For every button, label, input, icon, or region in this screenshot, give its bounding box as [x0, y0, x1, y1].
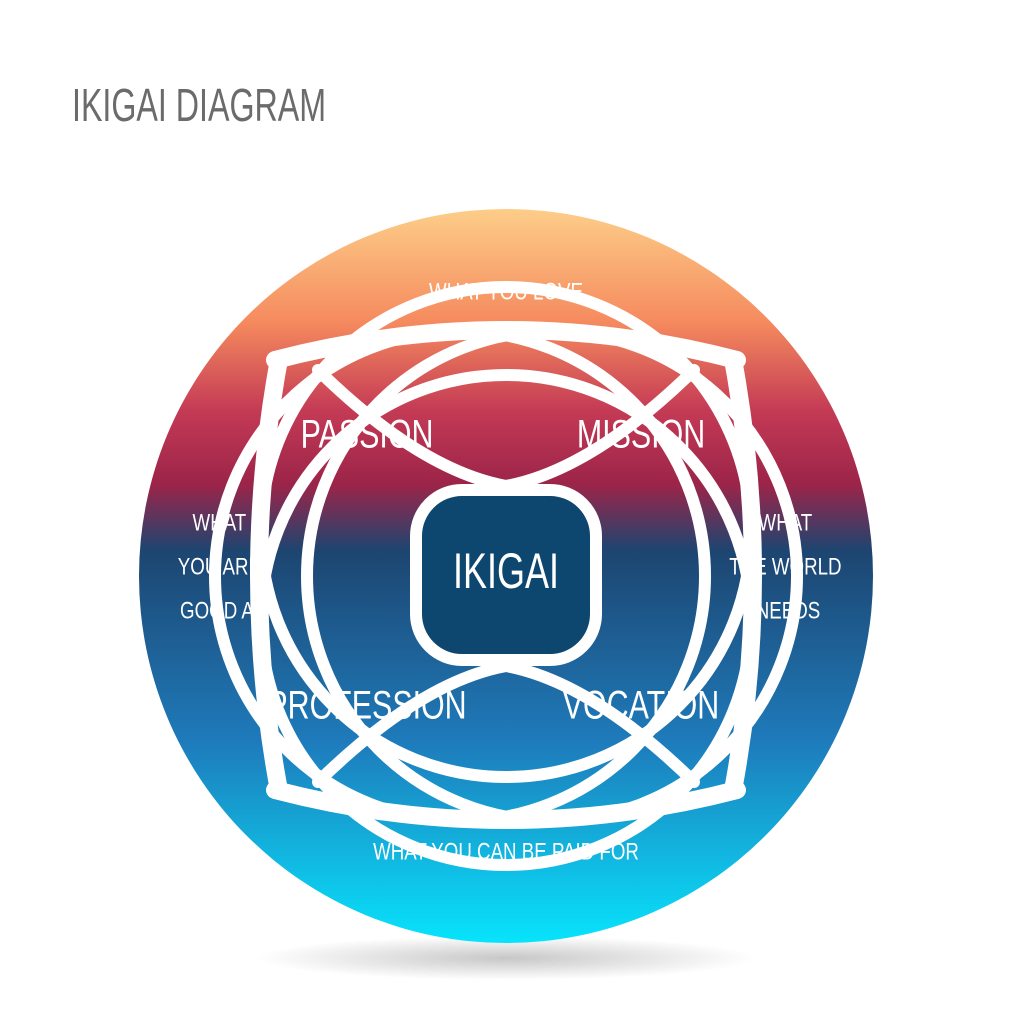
love-circle-outline — [255, 369, 757, 871]
label-profession: PROFESSION — [267, 683, 466, 728]
label-vocation: VOCATION — [563, 683, 719, 728]
page-title: IKIGAI DIAGRAM — [72, 79, 327, 131]
world-circle-outline — [301, 325, 803, 827]
label-passion: PASSION — [301, 412, 434, 457]
label-what-you-are-good-at: WHAT YOU ARE GOOD AT — [178, 509, 266, 624]
diagram-shadow — [256, 936, 756, 980]
diagonal-nw — [312, 364, 512, 492]
diagonal-ne — [500, 364, 700, 492]
label-mission: MISSION — [577, 412, 705, 457]
label-ikigai: IKIGAI — [453, 545, 559, 600]
diagonal-se — [500, 660, 700, 788]
label-what-you-can-be-paid-for: WHAT YOU CAN BE PAID FOR — [373, 838, 639, 865]
paid-circle-outline — [255, 281, 757, 783]
separator-lines — [209, 281, 803, 871]
label-what-the-world-needs: WHAT THE WORLD NEEDS — [729, 509, 847, 624]
diagonal-sw — [312, 660, 512, 788]
good-at-circle-outline — [209, 325, 711, 827]
ikigai-center-box — [410, 484, 602, 666]
label-what-you-love: WHAT YOU LOVE — [429, 278, 583, 305]
